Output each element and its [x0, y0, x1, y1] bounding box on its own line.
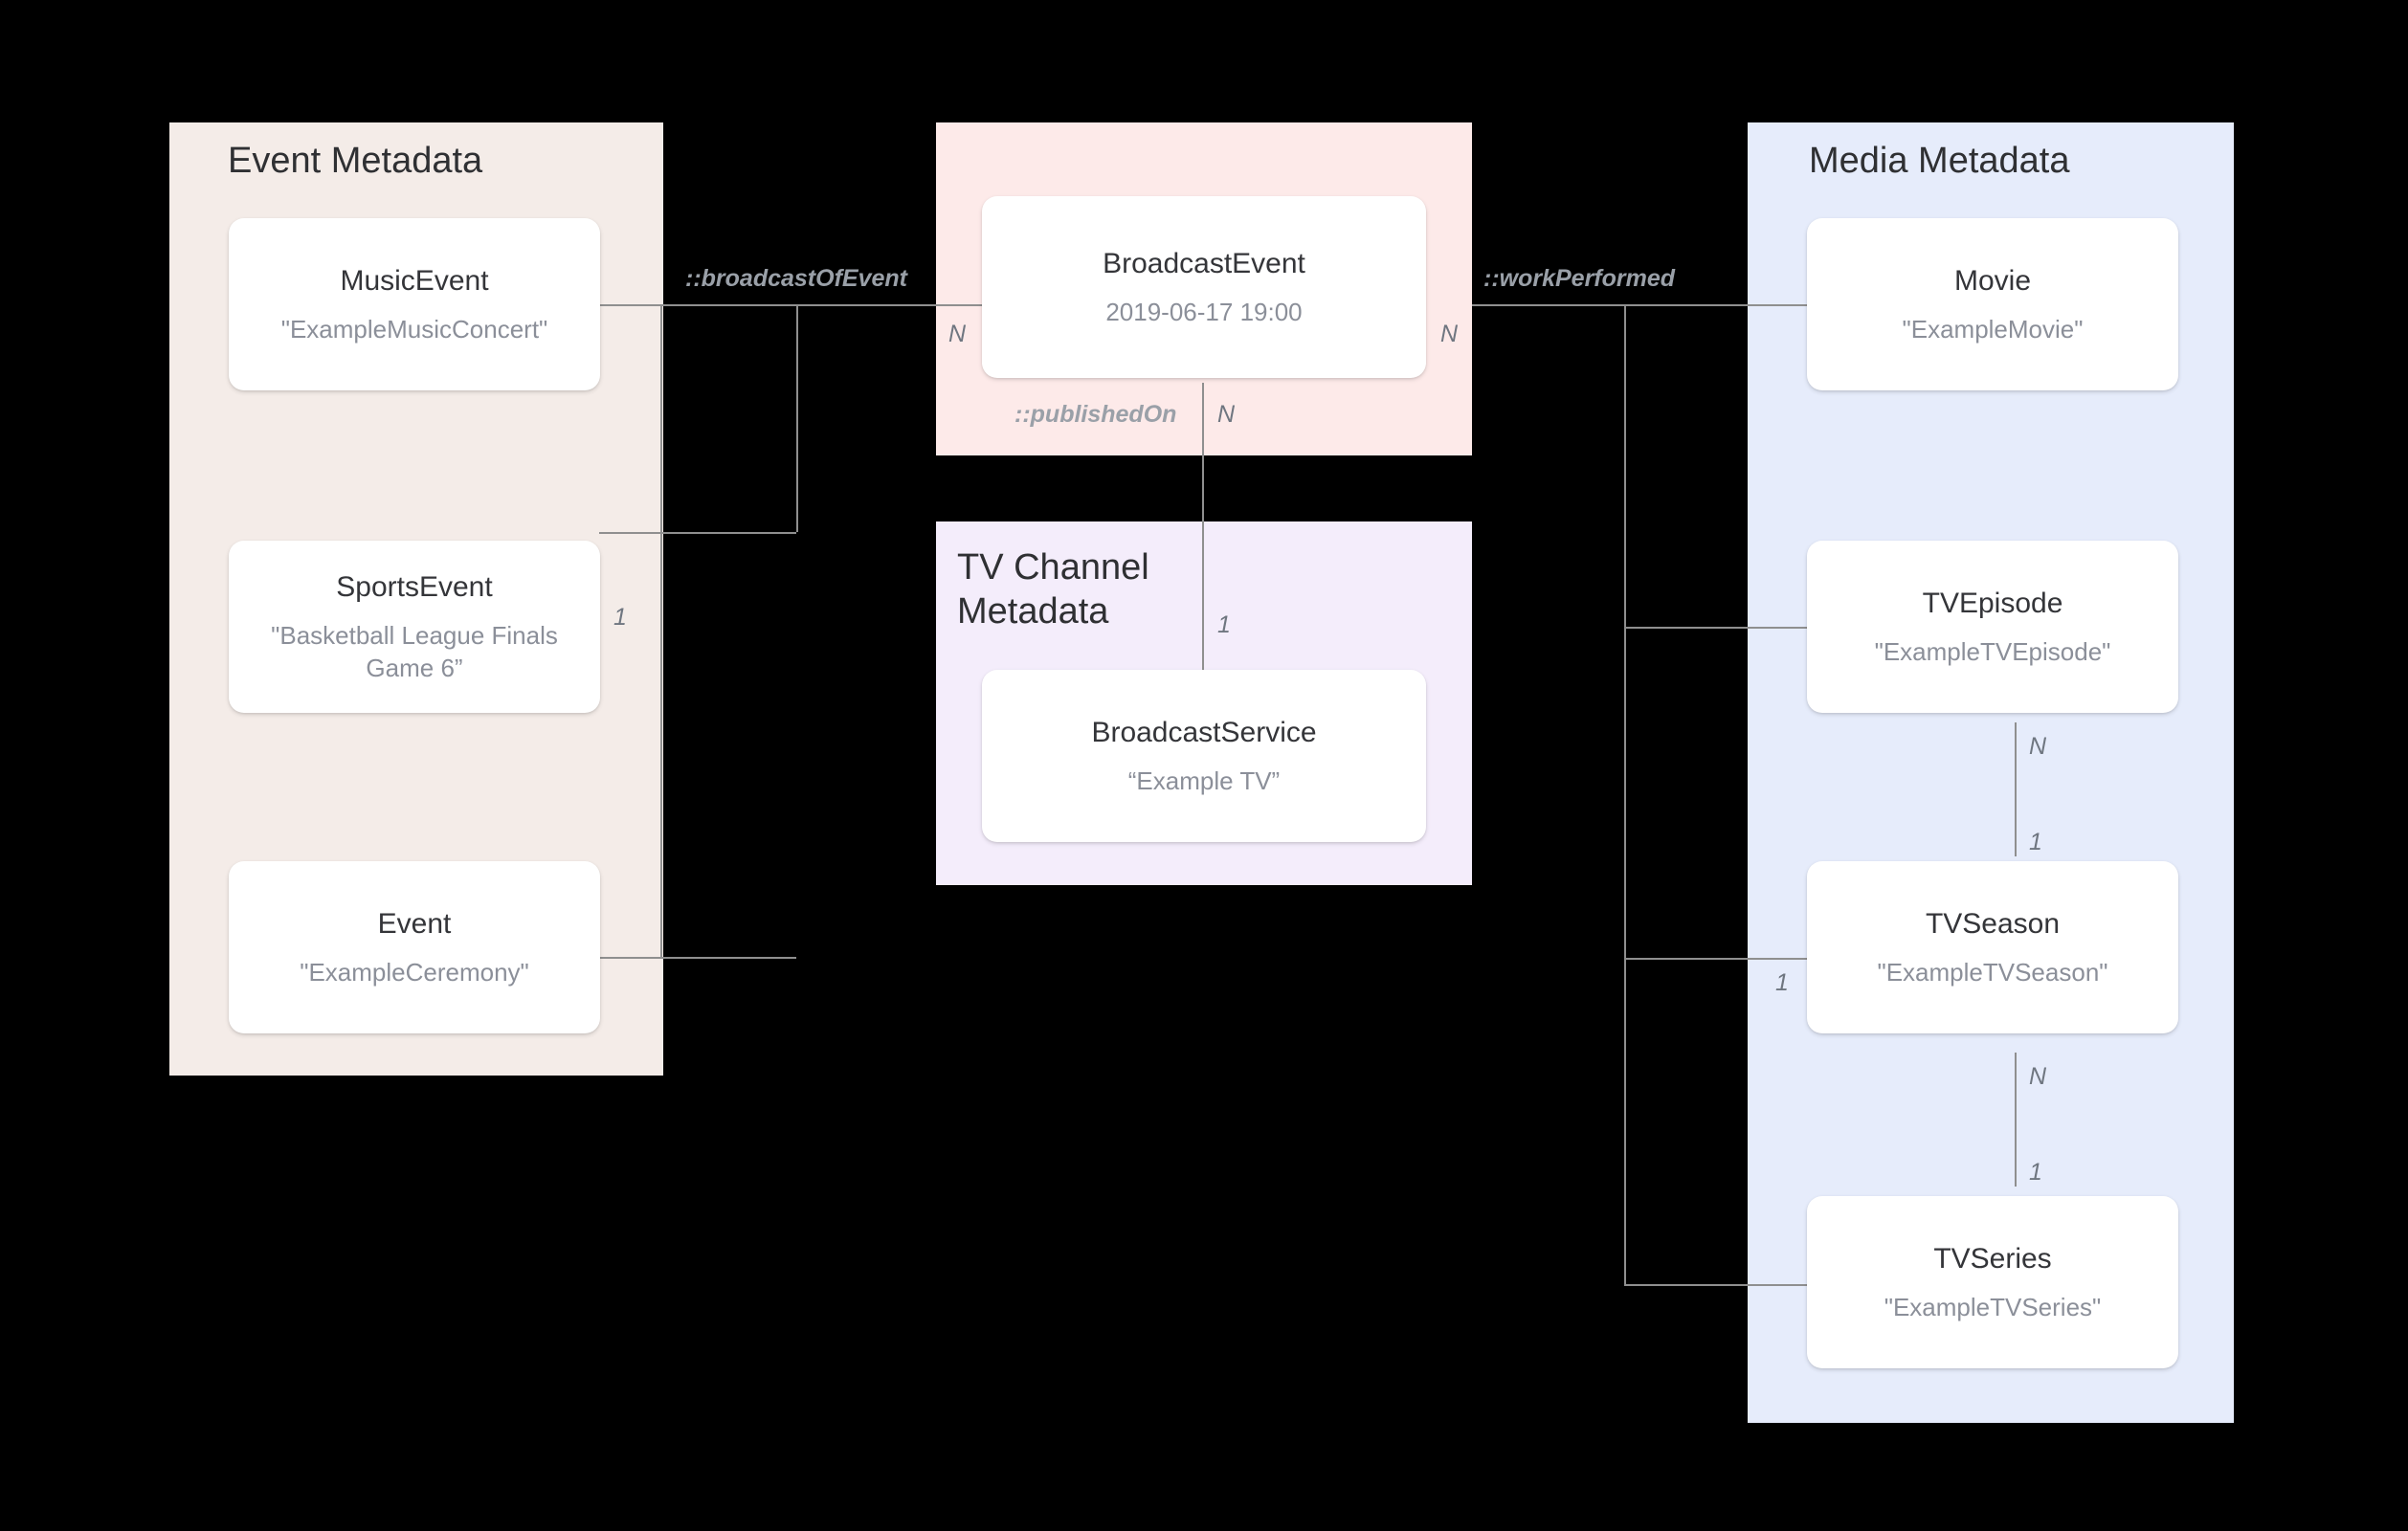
cardinality-broadcast-service: 1: [1217, 611, 1231, 638]
node-event[interactable]: Event "ExampleCeremony": [229, 861, 600, 1033]
cardinality-sports-event: 1: [613, 604, 627, 631]
node-broadcast-event-title: BroadcastEvent: [1103, 248, 1305, 279]
cardinality-tv-season-left: 1: [1775, 969, 1789, 996]
connector-left-inner-bus: [660, 304, 662, 959]
edge-label-work-performed: ::workPerformed: [1483, 265, 1676, 292]
node-movie[interactable]: Movie "ExampleMovie": [1807, 218, 2178, 390]
node-tv-episode-value: "ExampleTVEpisode": [1874, 637, 2111, 666]
group-title-media-metadata: Media Metadata: [1809, 141, 2070, 181]
cardinality-tv-series: 1: [2029, 1159, 2042, 1186]
connector-episode-to-season: [2015, 722, 2017, 856]
node-broadcast-service[interactable]: BroadcastService “Example TV”: [982, 670, 1426, 842]
cardinality-broadcast-event-left: N: [948, 321, 967, 347]
node-tv-series-title: TVSeries: [1933, 1243, 2052, 1275]
node-tv-season-value: "ExampleTVSeason": [1877, 958, 2108, 987]
connector-sports-event-stub: [599, 532, 796, 534]
cardinality-published-on: N: [1217, 401, 1236, 428]
connector-tv-series-stub: [1624, 1284, 1807, 1286]
node-broadcast-event-value: 2019-06-17 19:00: [1105, 298, 1303, 326]
node-sports-event[interactable]: SportsEvent "Basketball League Finals Ga…: [229, 541, 600, 713]
connector-tv-season-stub: [1624, 958, 1807, 960]
edge-label-broadcast-of-event: ::broadcastOfEvent: [685, 265, 907, 292]
edge-label-published-on: ::publishedOn: [1014, 401, 1177, 428]
cardinality-tv-season-from-episode: 1: [2029, 829, 2042, 855]
connector-published-on: [1202, 383, 1204, 670]
node-sports-event-title: SportsEvent: [336, 571, 493, 603]
node-tv-episode-title: TVEpisode: [1922, 588, 2063, 619]
connector-tv-episode-stub: [1624, 627, 1807, 629]
node-movie-value: "ExampleMovie": [1902, 315, 2084, 344]
node-event-title: Event: [377, 908, 452, 940]
node-music-event-title: MusicEvent: [340, 265, 489, 297]
node-sports-event-value: "Basketball League Finals Game 6”: [271, 621, 558, 682]
node-broadcast-event[interactable]: BroadcastEvent 2019-06-17 19:00: [982, 196, 1426, 378]
group-title-event-metadata: Event Metadata: [228, 141, 483, 181]
node-music-event-value: "ExampleMusicConcert": [280, 315, 548, 344]
connector-right-bus: [1624, 304, 1626, 1286]
group-title-tv-channel-metadata: TV Channel Metadata: [957, 547, 1149, 632]
node-tv-episode[interactable]: TVEpisode "ExampleTVEpisode": [1807, 541, 2178, 713]
node-tv-season-title: TVSeason: [1925, 908, 2061, 940]
node-movie-title: Movie: [1953, 265, 2032, 297]
node-event-value: "ExampleCeremony": [300, 958, 529, 987]
node-tv-series-value: "ExampleTVSeries": [1884, 1293, 2102, 1321]
node-tv-series[interactable]: TVSeries "ExampleTVSeries": [1807, 1196, 2178, 1368]
node-broadcast-service-title: BroadcastService: [1091, 717, 1317, 748]
cardinality-broadcast-event-right: N: [1440, 321, 1459, 347]
cardinality-tv-episode: N: [2029, 733, 2047, 760]
node-tv-season[interactable]: TVSeason "ExampleTVSeason": [1807, 861, 2178, 1033]
connector-work-performed: [1472, 304, 1807, 306]
connector-event-stub: [599, 957, 796, 959]
node-music-event[interactable]: MusicEvent "ExampleMusicConcert": [229, 218, 600, 390]
connector-left-outer-bus: [796, 304, 798, 532]
connector-season-to-series: [2015, 1053, 2017, 1187]
connector-broadcast-of-event: [660, 304, 982, 306]
cardinality-tv-season: N: [2029, 1063, 2047, 1090]
node-broadcast-service-value: “Example TV”: [1127, 766, 1281, 795]
